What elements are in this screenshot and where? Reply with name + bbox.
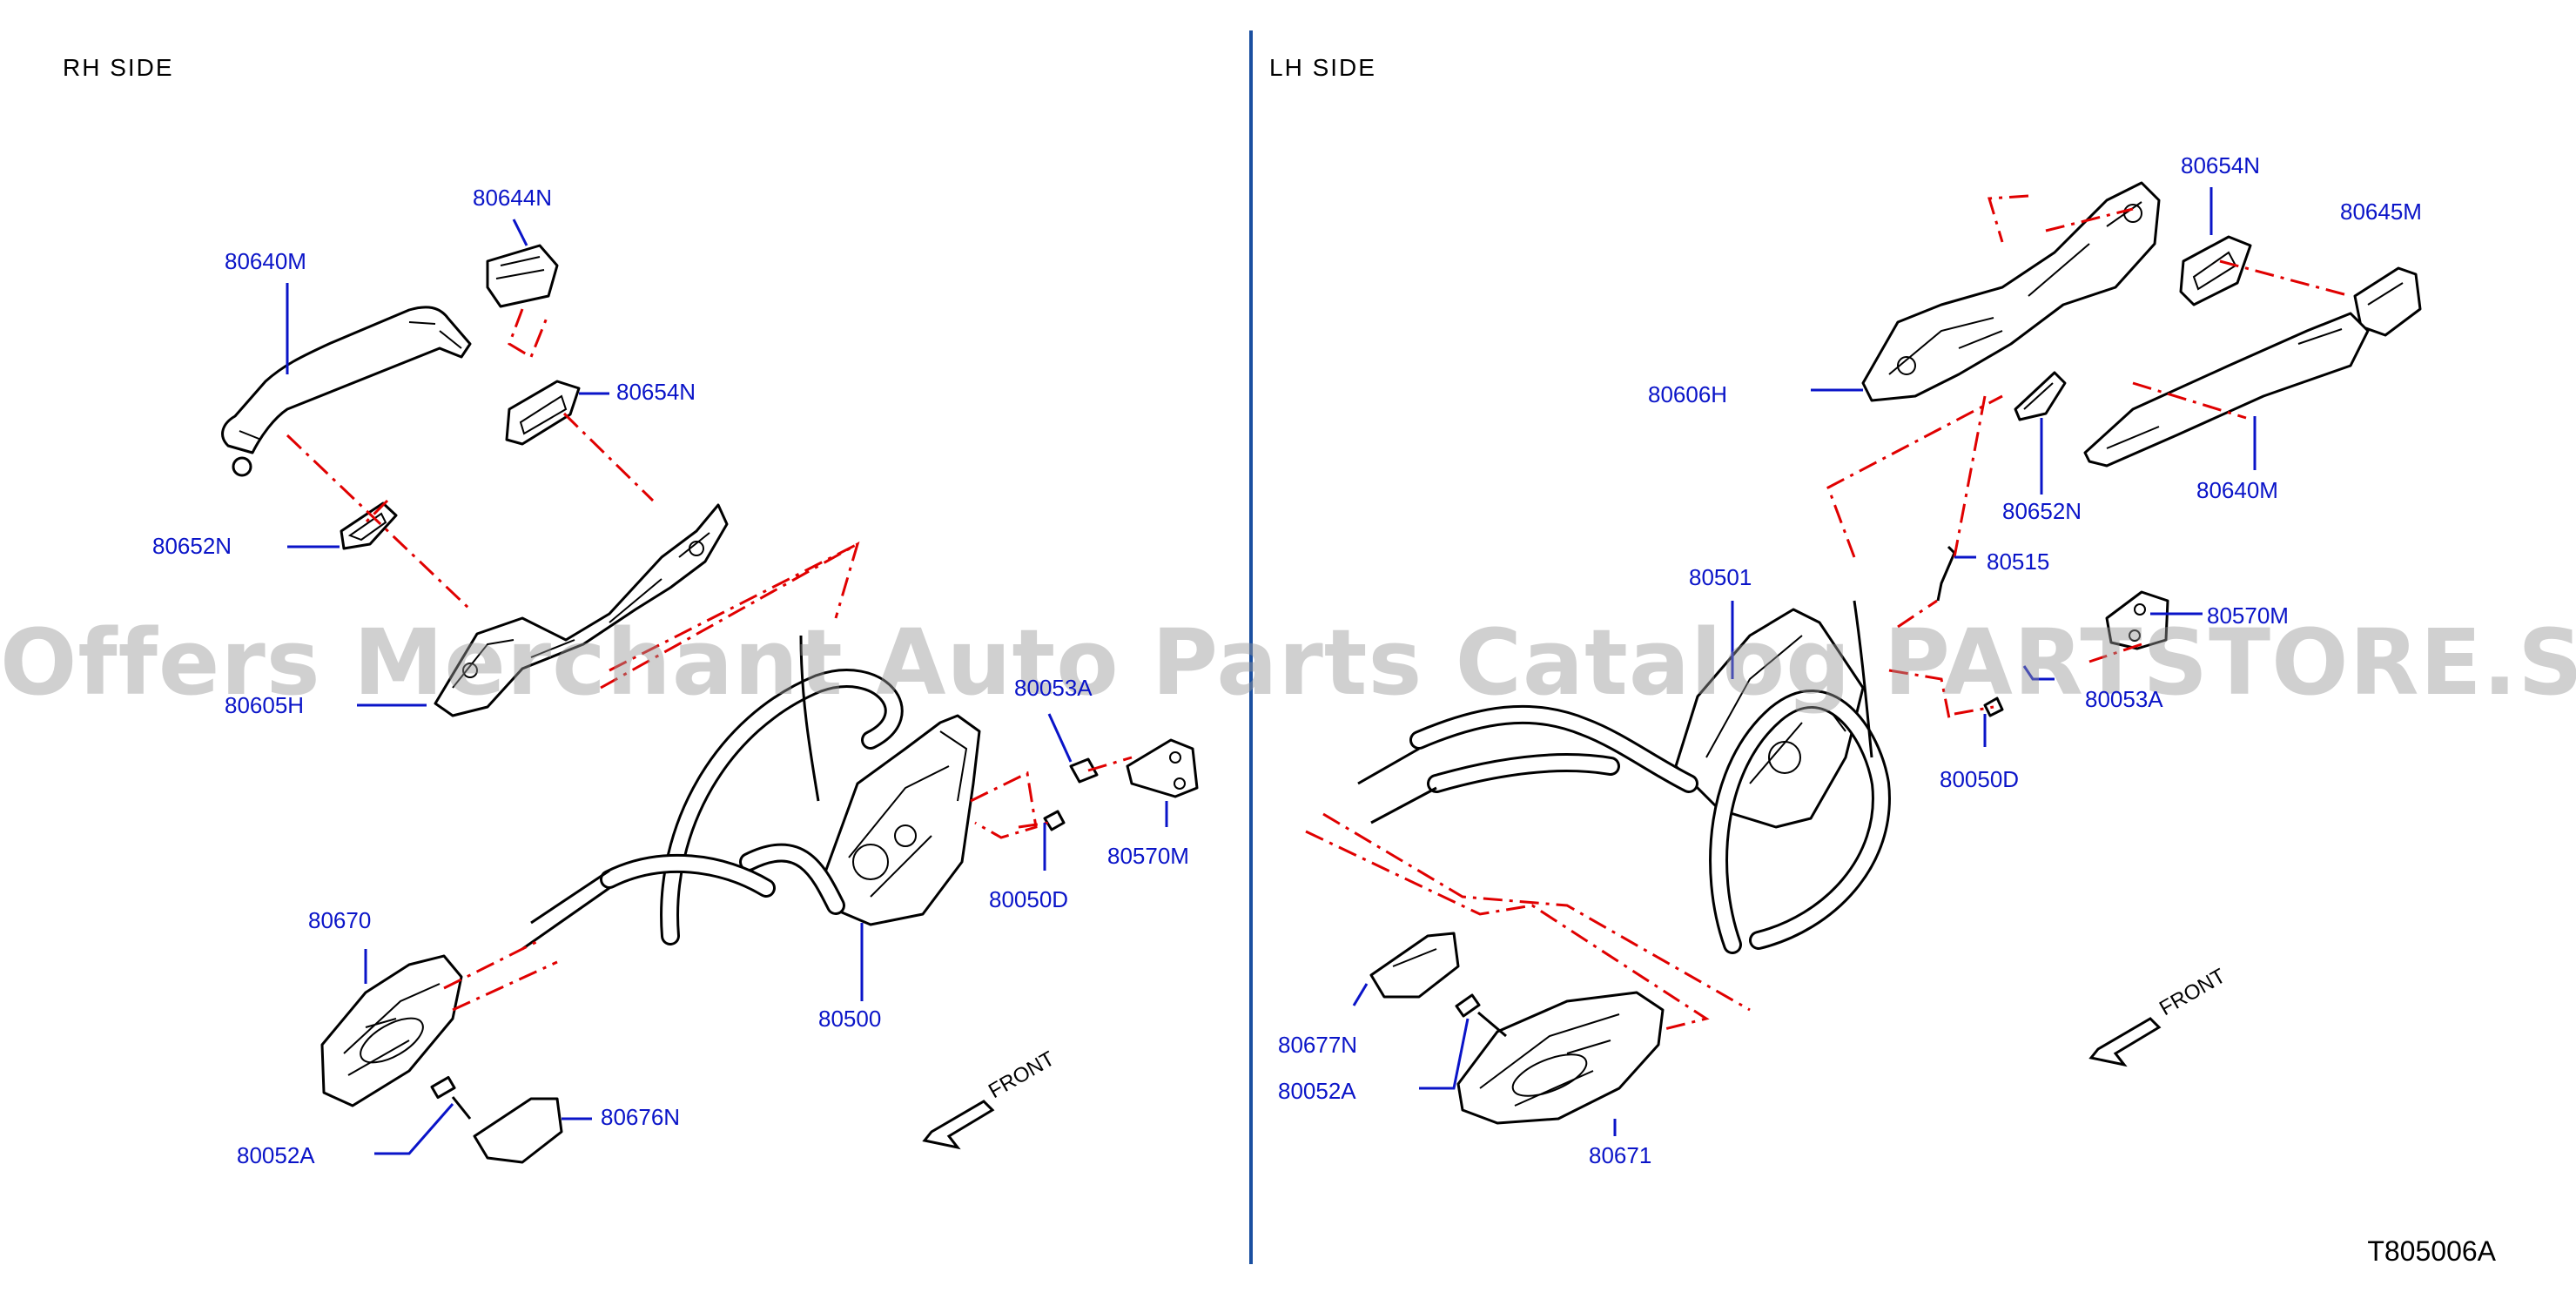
rh-gasket-front xyxy=(505,380,581,446)
lh-label-80652N[interactable]: 80652N xyxy=(2002,498,2082,524)
rh-label-80052A[interactable]: 80052A xyxy=(237,1142,315,1168)
rh-handle-bracket xyxy=(434,503,729,717)
rh-inside-handle xyxy=(320,954,463,1107)
rh-label-80676N[interactable]: 80676N xyxy=(601,1104,681,1130)
rh-label-80640M[interactable]: 80640M xyxy=(225,248,306,274)
lh-cables xyxy=(1357,600,1891,954)
rh-key-cylinder-cap xyxy=(486,244,559,308)
rh-gasket-rear xyxy=(340,501,398,550)
rh-label-80500[interactable]: 80500 xyxy=(818,1006,882,1032)
lh-gasket-rear xyxy=(2014,371,2067,421)
rh-leaders xyxy=(286,219,1168,1155)
lh-label-80645M[interactable]: 80645M xyxy=(2340,199,2422,225)
rh-label-80605H[interactable]: 80605H xyxy=(225,692,305,718)
rh-outside-handle xyxy=(221,306,472,477)
rh-striker xyxy=(1043,738,1199,831)
rh-door-lock xyxy=(821,714,981,926)
lh-label-80501[interactable]: 80501 xyxy=(1689,564,1752,590)
lh-cover xyxy=(1369,932,1460,999)
rh-cables xyxy=(521,635,904,951)
lh-bolt xyxy=(1455,993,1507,1038)
lh-rod xyxy=(1936,545,1956,602)
diagram-code: T805006A xyxy=(2367,1235,2496,1267)
lh-outside-handle xyxy=(2083,312,2370,468)
lh-label-80050D[interactable]: 80050D xyxy=(1940,766,2020,792)
rh-side-label: RH SIDE xyxy=(63,54,174,81)
rh-bolt xyxy=(430,1075,472,1120)
lh-label-80677N[interactable]: 80677N xyxy=(1278,1032,1358,1058)
rh-label-80570M[interactable]: 80570M xyxy=(1107,843,1189,869)
rh-label-80050D[interactable]: 80050D xyxy=(989,886,1069,912)
rh-front-arrow-icon xyxy=(922,1100,995,1150)
rh-label-80053A[interactable]: 80053A xyxy=(1014,675,1093,701)
lh-gasket-front xyxy=(2179,235,2252,306)
lh-label-80606H[interactable]: 80606H xyxy=(1648,381,1728,407)
rh-cover xyxy=(473,1097,563,1164)
lh-label-80052A[interactable]: 80052A xyxy=(1278,1078,1356,1104)
lh-label-80053A[interactable]: 80053A xyxy=(2085,686,2163,712)
lh-label-80671[interactable]: 80671 xyxy=(1589,1142,1652,1168)
rh-label-80652N[interactable]: 80652N xyxy=(152,533,232,559)
lh-front-arrow-icon xyxy=(2088,1017,2162,1067)
rh-label-80644N[interactable]: 80644N xyxy=(473,185,553,211)
lh-striker xyxy=(1983,590,2169,717)
rh-label-80670[interactable]: 80670 xyxy=(308,907,372,933)
lh-leaders xyxy=(1352,187,2257,1136)
lh-side-label: LH SIDE xyxy=(1269,54,1376,81)
lh-label-80515[interactable]: 80515 xyxy=(1987,548,2050,575)
lh-key-cylinder-cap xyxy=(2353,266,2422,337)
lh-label-80570M[interactable]: 80570M xyxy=(2207,602,2289,629)
lh-label-80654N[interactable]: 80654N xyxy=(2181,152,2261,178)
lh-handle-bracket xyxy=(1861,181,2161,402)
rh-label-80654N[interactable]: 80654N xyxy=(616,379,696,405)
watermark: Offers Merchant Auto Parts Catalog PARTS… xyxy=(0,609,2576,716)
lh-inside-handle xyxy=(1456,991,1665,1125)
lh-label-80640M[interactable]: 80640M xyxy=(2196,477,2278,503)
